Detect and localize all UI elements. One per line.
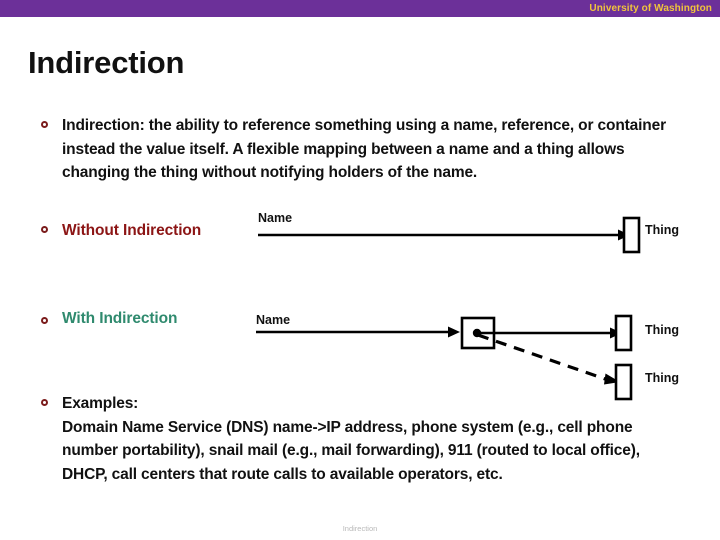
bullet-marker-examples	[41, 399, 48, 406]
page-title: Indirection	[28, 45, 185, 80]
examples-paragraph: Examples: Domain Name Service (DNS) name…	[62, 395, 640, 483]
with-indirection-thing-label-2: Thing	[645, 371, 680, 385]
without-indirection-thing-label: Thing	[645, 223, 680, 237]
bullet-marker-with-indirection	[41, 317, 48, 324]
without-indirection-name-label: Name	[258, 211, 293, 225]
without-indirection-label: Without Indirection	[62, 222, 202, 239]
with-indirection-diagram	[256, 314, 633, 401]
thing-box-1	[622, 216, 641, 254]
with-indirection-name-label: Name	[256, 313, 291, 327]
thing-box-3	[614, 363, 633, 401]
with-indirection-thing-label-1: Thing	[645, 323, 680, 337]
definition-paragraph: Indirection: the ability to reference so…	[62, 117, 666, 181]
thing-box-2	[614, 314, 633, 352]
top-banner: University of Washington	[0, 0, 720, 17]
slide-footer: Indirection	[342, 524, 378, 533]
with-indirection-label: With Indirection	[62, 310, 178, 327]
bullet-marker-without-indirection	[41, 226, 48, 233]
container-to-thing2-dashed-line	[477, 333, 609, 382]
institution-name: University of Washington	[589, 3, 712, 14]
without-indirection-diagram	[258, 216, 641, 254]
bullet-marker-definition	[41, 121, 48, 128]
name-to-container-arrowhead	[448, 326, 460, 338]
